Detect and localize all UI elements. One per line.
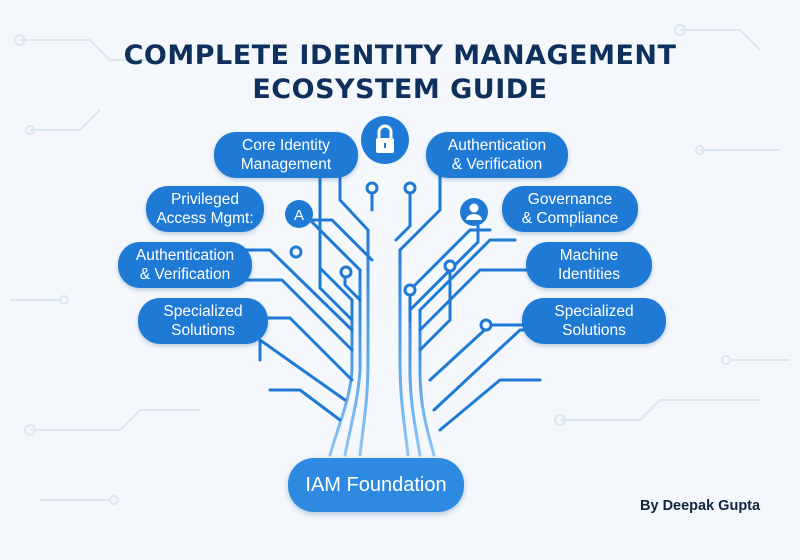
trunk-lines	[328, 158, 436, 457]
node-authentication-verification-left: Authentication & Verification	[118, 242, 252, 288]
node-governance-compliance: Governance & Compliance	[502, 186, 638, 232]
node-specialized-solutions-right: Specialized Solutions	[522, 298, 666, 344]
node-label-line-1: Specialized	[163, 303, 243, 320]
node-label-line-2: & Compliance	[521, 210, 619, 227]
page-title-line-1: COMPLETE IDENTITY MANAGEMENT	[123, 40, 677, 71]
author-byline: By Deepak Gupta	[640, 498, 761, 514]
iam-foundation-node: IAM Foundation	[288, 458, 464, 512]
user-a-icon: A	[285, 200, 313, 228]
node-privileged-access-mgmt: Privileged Access Mgmt:	[146, 186, 264, 232]
svg-text:A: A	[294, 207, 304, 224]
node-label-line-2: Access Mgmt:	[156, 210, 254, 227]
node-label-line-1: Specialized	[554, 303, 634, 320]
node-label-line-2: Solutions	[562, 322, 626, 339]
node-label-line-2: & Verification	[451, 156, 543, 173]
node-machine-identities: Machine Identities	[526, 242, 652, 288]
node-label-line-1: Governance	[527, 191, 613, 208]
node-label-line-1: Authentication	[447, 137, 547, 154]
node-label-line-1: Core Identity	[242, 137, 330, 154]
lock-icon	[361, 116, 409, 164]
background-traces	[10, 24, 790, 505]
node-label-line-1: Machine	[559, 247, 619, 264]
node-label-line-2: Identities	[557, 266, 621, 283]
node-core-identity-management: Core Identity Management	[214, 132, 358, 178]
user-icon	[460, 198, 488, 226]
node-label-line-1: Privileged	[170, 191, 240, 208]
page-title-line-2: ECOSYSTEM GUIDE	[252, 74, 548, 105]
node-label-line-1: Authentication	[135, 247, 235, 264]
node-specialized-solutions-left: Specialized Solutions	[138, 298, 268, 344]
node-label-line-2: Management	[240, 156, 332, 173]
node-authentication-verification-top: Authentication & Verification	[426, 132, 568, 178]
node-label-line-2: Solutions	[171, 322, 235, 339]
node-label-line-2: & Verification	[139, 266, 231, 283]
